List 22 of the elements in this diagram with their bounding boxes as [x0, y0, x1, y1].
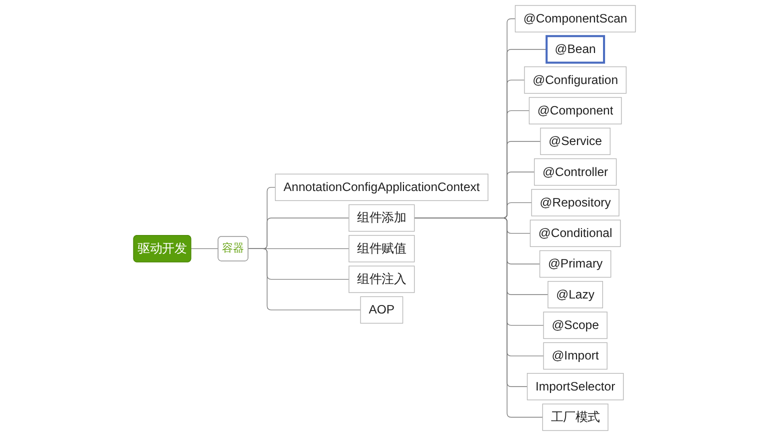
node-box: @ComponentScan: [514, 5, 636, 32]
connector: [248, 248, 361, 310]
node-box: AnnotationConfigApplicationContext: [274, 174, 488, 201]
node-box: @Component: [528, 97, 622, 124]
node-box: @Configuration: [524, 66, 627, 94]
connector: [414, 218, 543, 418]
node-box: @Controller: [534, 158, 617, 186]
node-box: @Primary: [539, 250, 612, 278]
node-box: @Conditional: [530, 220, 621, 247]
node-box: 工厂模式: [542, 404, 608, 431]
node-box: 组件赋值: [348, 235, 415, 262]
node-box: 组件注入: [348, 266, 415, 293]
node-box: @Lazy: [548, 281, 603, 308]
node-box: 组件添加: [348, 204, 415, 232]
node-box: @Scope: [543, 312, 608, 339]
connector: [190, 248, 218, 249]
node-box: @Import: [543, 342, 608, 370]
node-box: @Repository: [531, 189, 620, 216]
node-box: @Bean: [546, 35, 606, 64]
node-box: AOP: [360, 296, 404, 324]
node-box: ImportSelector: [526, 372, 624, 400]
node-box: @Service: [540, 128, 610, 155]
